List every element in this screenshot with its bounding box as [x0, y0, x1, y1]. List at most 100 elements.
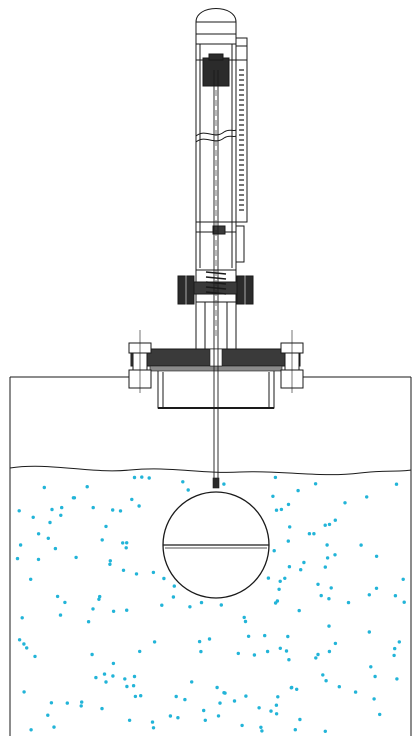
liquid-dot [162, 576, 166, 581]
liquid-dot [263, 633, 267, 638]
liquid-dot [402, 600, 406, 604]
liquid-dot [71, 496, 76, 500]
liquid-dot [395, 677, 399, 681]
liquid-dot [59, 513, 63, 517]
liquid-dot [393, 646, 397, 651]
liquid-dot [278, 646, 282, 650]
stem-right [226, 299, 237, 350]
liquid-dot [401, 577, 405, 581]
liquid-dot [298, 717, 302, 722]
liquid-dot [108, 562, 112, 566]
liquid-dot [127, 718, 132, 722]
liquid-dot [240, 723, 244, 728]
liquid-dot [327, 624, 331, 628]
liquid-dot [111, 661, 116, 666]
liquid-dot [46, 536, 50, 540]
liquid-dot [199, 600, 204, 605]
liquid-dot [97, 597, 101, 601]
stem-left [195, 299, 206, 350]
liquid-dot [323, 523, 327, 527]
liquid-dot [31, 515, 35, 519]
liquid-dot [286, 502, 291, 507]
liquid-dot [188, 605, 192, 609]
liquid-dot [393, 594, 398, 598]
liquid-dot [121, 568, 126, 572]
flange [128, 330, 304, 393]
liquid-dot [272, 549, 276, 553]
spring-coil [205, 286, 227, 290]
liquid-dot [274, 712, 279, 716]
section-break [195, 129, 237, 137]
liquid-dot [160, 603, 164, 607]
liquid-dot [367, 593, 371, 597]
liquid-dot [102, 672, 107, 676]
liquid-dot [219, 603, 223, 607]
liquid-dot [197, 639, 202, 644]
liquid-dot [108, 559, 113, 563]
liquid-dot [265, 649, 270, 654]
liquid-dot [29, 728, 33, 732]
liquid-dot [287, 565, 292, 569]
rod-tip [212, 477, 220, 489]
flange-bolt-left [128, 330, 152, 393]
liquid-dot [190, 680, 194, 684]
liquid-dot [98, 594, 102, 599]
liquid-dot [319, 593, 323, 598]
liquid-dot [17, 509, 21, 513]
liquid-dot [100, 538, 104, 542]
flange-bolt-right [280, 330, 304, 393]
liquid-dot [207, 637, 212, 641]
liquid-dot [151, 570, 156, 575]
liquid-dot [48, 520, 52, 525]
liquid-dot [293, 728, 297, 732]
switch-block-cap [208, 53, 224, 61]
liquid-dot [325, 543, 329, 547]
liquid-dot [327, 522, 332, 527]
liquid-dot [327, 649, 332, 654]
liquid-dot [150, 720, 155, 724]
liquid-dot [324, 679, 328, 683]
liquid-dot [296, 488, 300, 493]
liquid-dot [365, 495, 369, 499]
liquid-dot [242, 615, 246, 620]
liquid-dot [236, 651, 240, 656]
liquid-dot [125, 684, 129, 689]
liquid-dot [171, 595, 176, 599]
liquid-dot [302, 560, 306, 565]
liquid-dot [137, 504, 141, 508]
liquid-dot [271, 494, 275, 498]
liquid-dot [373, 674, 377, 679]
liquid-dot [124, 546, 128, 550]
upper-bracket [177, 267, 254, 312]
liquid-dot [55, 594, 60, 599]
liquid-dot [288, 525, 292, 529]
liquid-dot [397, 640, 401, 644]
liquid-dot [33, 654, 37, 659]
liquid-dot [260, 729, 264, 733]
liquid-dot [111, 609, 116, 613]
liquid-dot [49, 701, 54, 705]
liquid-dot [20, 616, 24, 620]
flange-gasket [149, 365, 283, 372]
liquid-dot [323, 565, 327, 569]
liquid-dot [287, 658, 291, 662]
liquid-dot [325, 556, 330, 560]
liquid-dot [232, 699, 237, 703]
liquid-dot [218, 701, 222, 705]
liquid-dot [346, 600, 351, 605]
liquid-dot [329, 586, 333, 590]
liquid-dot [367, 630, 371, 634]
liquid-dot [134, 572, 139, 576]
guide-rod [212, 70, 220, 489]
nozzle-pipe [157, 367, 275, 409]
indicator-scale [235, 45, 248, 223]
liquid-dot [333, 518, 337, 522]
liquid-dot [94, 675, 98, 680]
head-cap [195, 8, 237, 45]
liquid-dot [307, 532, 312, 536]
liquid-dot [343, 501, 347, 505]
liquid-dot [130, 497, 134, 502]
liquid-dot [58, 613, 63, 617]
liquid-dot [244, 694, 248, 698]
